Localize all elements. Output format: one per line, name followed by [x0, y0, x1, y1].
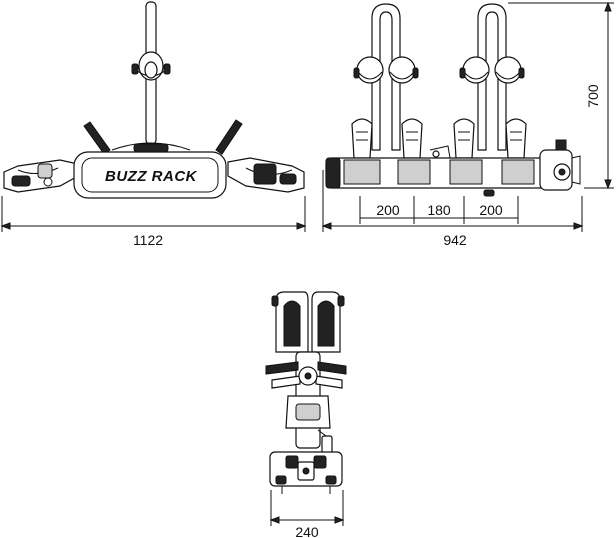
- top-width-label: 240: [295, 524, 319, 538]
- front-view: BUZZ RACK 1122: [0, 1, 307, 248]
- front-width-dimension: 1122: [0, 196, 307, 248]
- top-lower-frame: [285, 395, 333, 455]
- side-right-u-mast: [459, 3, 525, 151]
- side-wheel-straps: [351, 118, 527, 159]
- front-left-strap: [83, 121, 111, 155]
- side-hitch-clamp: [539, 139, 581, 191]
- top-arms: [265, 361, 347, 389]
- front-right-tray: [227, 157, 305, 193]
- side-height-dimension: 700: [508, 1, 614, 190]
- front-left-tray: [3, 159, 79, 193]
- side-spacing-label-3: 200: [479, 202, 503, 218]
- top-wheel-trays: [271, 291, 345, 353]
- top-width-dimension: 240: [269, 490, 345, 538]
- side-spacing-label-2: 180: [427, 202, 451, 218]
- top-view: 240: [265, 291, 347, 538]
- side-spacing-dimension: 200 180 200: [359, 196, 519, 224]
- side-view: 200 180 200 942 700: [321, 1, 614, 248]
- front-upper-cradle: [131, 51, 171, 81]
- front-central-body: BUZZ RACK: [73, 142, 227, 199]
- brand-logo: BUZZ RACK: [105, 168, 198, 185]
- side-spacing-label-1: 200: [376, 202, 400, 218]
- front-right-strap: [215, 119, 243, 155]
- side-length-label: 942: [443, 232, 467, 248]
- side-height-label: 700: [585, 84, 601, 108]
- side-length-dimension: 942: [321, 170, 584, 248]
- side-left-u-mast: [353, 3, 419, 151]
- front-width-label: 1122: [133, 232, 163, 248]
- top-base-plate: [269, 451, 343, 494]
